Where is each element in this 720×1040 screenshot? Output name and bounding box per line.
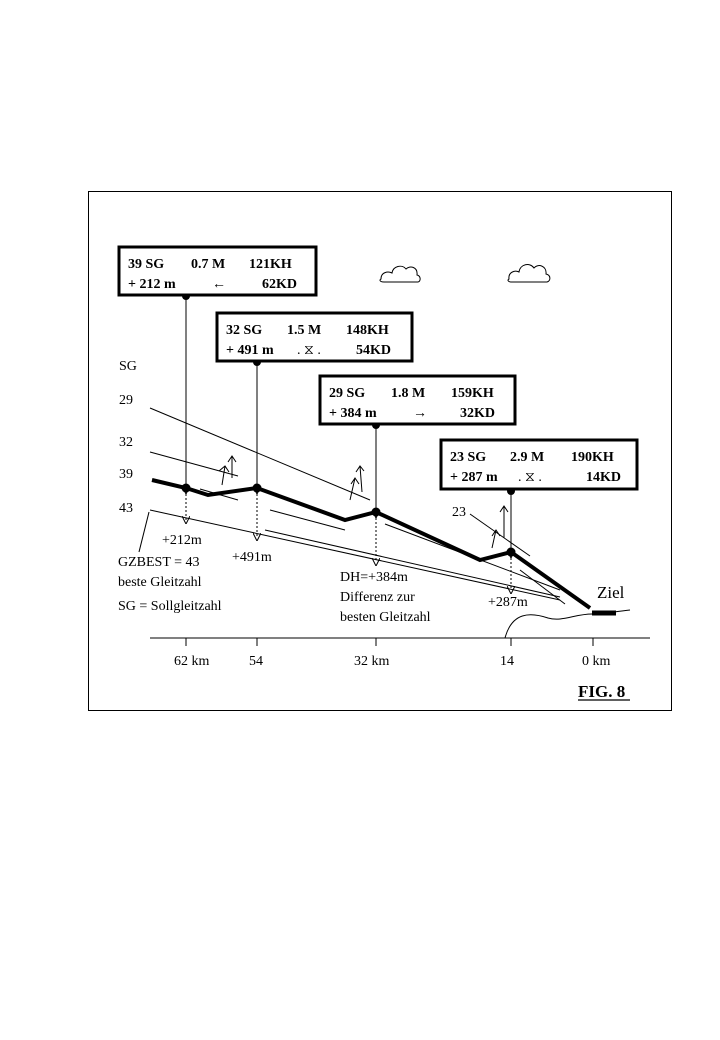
box1-m: 0.7 M: [191, 257, 225, 272]
height-diff-287: +287m: [488, 595, 528, 610]
figure-label: FIG. 8: [578, 682, 625, 701]
box1-height: + 212 m: [128, 277, 176, 292]
sg-tick-32: 32: [119, 435, 133, 450]
box1-kh: 121KH: [249, 257, 292, 272]
distance-14: 14: [500, 654, 514, 669]
legend-gzbest-desc: beste Gleitzahl: [118, 575, 202, 590]
box3-sg: 29 SG: [329, 386, 365, 401]
figure-frame: [88, 191, 672, 711]
distance-0km: 0 km: [582, 654, 611, 669]
line-label-23: 23: [452, 505, 466, 520]
legend-gzbest: GZBEST = 43: [118, 555, 200, 570]
box4-sg: 23 SG: [450, 450, 486, 465]
distance-54: 54: [249, 654, 263, 669]
box2-kh: 148KH: [346, 323, 389, 338]
box4-symbol: . ⧖ .: [518, 470, 542, 485]
sg-axis-title: SG: [119, 359, 137, 374]
info-box-4: [439, 438, 639, 491]
flight-path: [151, 478, 592, 610]
box4-kd: 14KD: [586, 470, 621, 485]
box4-height: + 287 m: [450, 470, 498, 485]
box1-kd: 62KD: [262, 277, 297, 292]
sg-tick-29: 29: [119, 393, 133, 408]
sg-tick-39: 39: [119, 467, 133, 482]
cloud-icon: [507, 264, 551, 283]
box3-m: 1.8 M: [391, 386, 425, 401]
dh-line-3: besten Gleitzahl: [340, 610, 431, 625]
thermal-arrows: [218, 455, 509, 549]
height-diff-491: +491m: [232, 550, 272, 565]
cloud-icon: [379, 265, 421, 283]
box-leaders: [185, 296, 512, 552]
distance-ticks: [185, 638, 594, 646]
box1-sg: 39 SG: [128, 257, 164, 272]
info-box-2: [215, 311, 414, 363]
gzbest-leader: [138, 511, 150, 553]
box3-kd: 32KD: [460, 406, 495, 421]
dh-line-1: DH=+384m: [340, 570, 408, 585]
distance-62km: 62 km: [174, 654, 210, 669]
box2-kd: 54KD: [356, 343, 391, 358]
height-diff-212: +212m: [162, 533, 202, 548]
box1-symbol: ←: [212, 277, 226, 292]
box3-kh: 159KH: [451, 386, 494, 401]
box4-m: 2.9 M: [510, 450, 544, 465]
box2-sg: 32 SG: [226, 323, 262, 338]
box2-symbol: . ⧖ .: [297, 343, 321, 358]
box3-height: + 384 m: [329, 406, 377, 421]
dh-line-2: Differenz zur: [340, 590, 415, 605]
box3-symbol: →: [413, 406, 427, 421]
info-box-3: [318, 374, 517, 426]
height-diff-arrows: [186, 490, 511, 590]
box2-height: + 491 m: [226, 343, 274, 358]
sg-tick-43: 43: [119, 501, 133, 516]
distance-32km: 32 km: [354, 654, 390, 669]
info-box-1: [117, 245, 318, 297]
legend-sg-def: SG = Sollgleitzahl: [118, 599, 222, 614]
box4-kh: 190KH: [571, 450, 614, 465]
box2-m: 1.5 M: [287, 323, 321, 338]
destination-label: Ziel: [597, 583, 625, 602]
